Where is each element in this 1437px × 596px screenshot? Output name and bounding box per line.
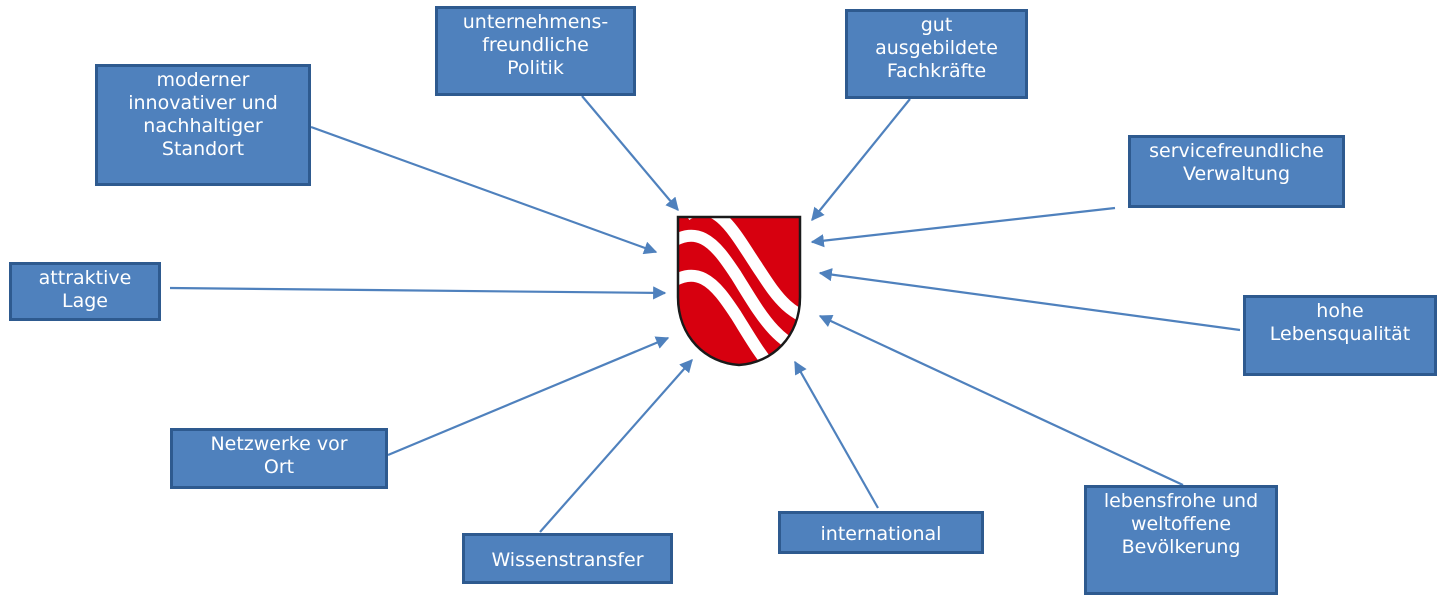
arrow-bevoelkerung	[818, 315, 1184, 486]
crest-stripe	[678, 269, 800, 365]
node-lage: attraktive Lage	[9, 262, 161, 321]
arrow-netzwerke	[387, 336, 670, 457]
node-lebensqualitaet: hohe Lebensqualität	[1243, 295, 1437, 376]
crest-logo	[676, 215, 802, 367]
crest-stripe	[682, 217, 800, 331]
arrow-politik	[581, 95, 679, 212]
arrow-verwaltung	[810, 206, 1116, 248]
node-international: international	[778, 511, 984, 554]
node-verwaltung: servicefreundliche Verwaltung	[1128, 135, 1345, 208]
crest-outline	[676, 215, 802, 367]
node-wissenstransfer: Wissenstransfer	[462, 533, 673, 584]
arrow-wissenstransfer	[539, 359, 693, 533]
node-politik: unternehmens- freundliche Politik	[435, 6, 636, 96]
node-netzwerke: Netzwerke vor Ort	[170, 428, 388, 489]
node-fachkraefte: gut ausgebildete Fachkräfte	[845, 9, 1028, 99]
node-standort: moderner innovativer und nachhaltiger St…	[95, 64, 311, 186]
arrow-international	[794, 360, 879, 509]
arrow-lage	[169, 286, 667, 300]
arrow-standort	[310, 125, 658, 255]
arrow-fachkraefte	[811, 98, 911, 222]
node-bevoelkerung: lebensfrohe und weltoffene Bevölkerung	[1084, 485, 1278, 595]
arrow-lebensqualitaet	[818, 268, 1241, 332]
